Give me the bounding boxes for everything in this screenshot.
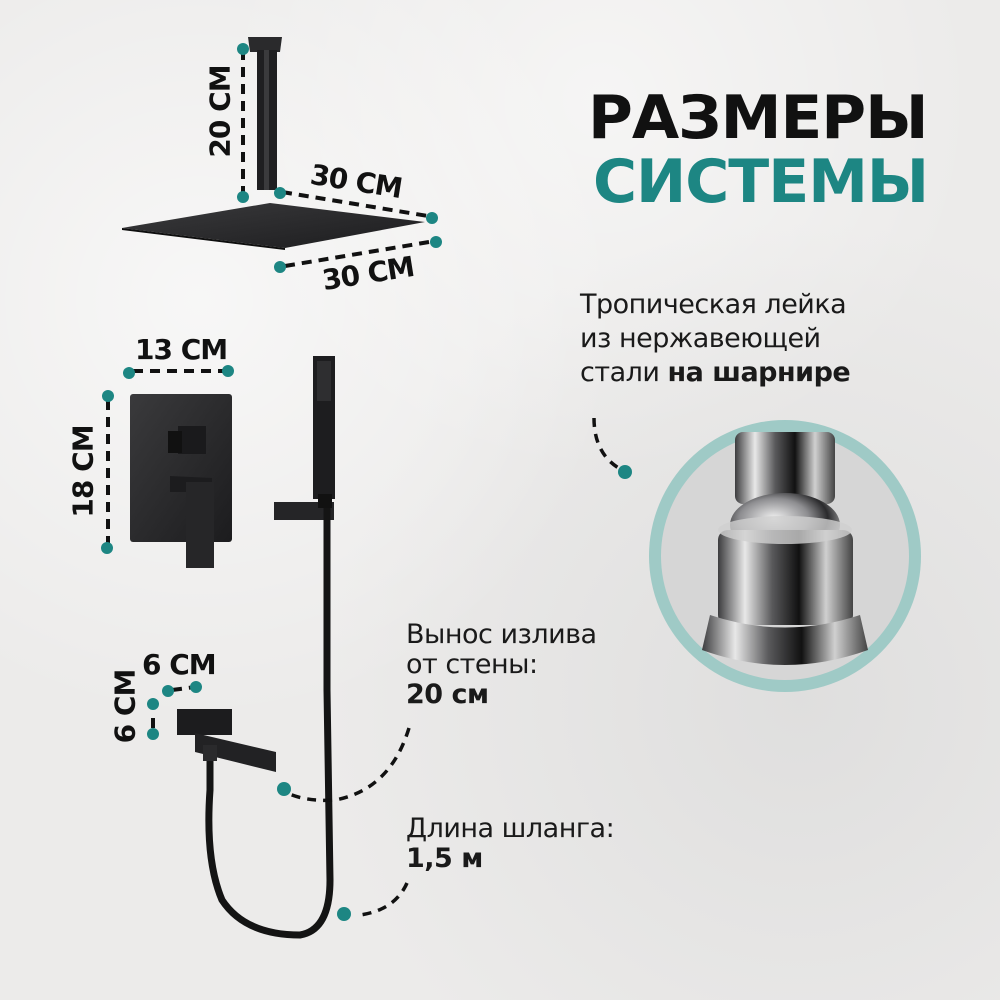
title-line-2: СИСТЕМЫ <box>593 147 929 217</box>
hose-note: Длина шланга: 1,5 м <box>406 813 615 874</box>
mixer-plate <box>130 394 232 568</box>
arm-height-label: 20 СМ <box>203 65 237 158</box>
bath-spout <box>177 709 276 772</box>
desc-line-3: стали на шарнире <box>580 356 851 390</box>
hose-note-value: 1,5 м <box>406 843 483 874</box>
shower-hose <box>205 508 334 939</box>
desc-line-2: из нержавеющей <box>580 323 821 354</box>
spout-note: Вынос излива от стены: 20 см <box>406 620 597 710</box>
rain-shower-head <box>122 37 425 250</box>
mixer-height-label: 18 СМ <box>66 425 100 518</box>
spout-height-label: 6 СМ <box>108 669 142 744</box>
desc-line-3-regular: стали <box>580 357 668 388</box>
spout-note-line-2: от стены: <box>406 649 538 680</box>
desc-line-1: Тропическая лейка <box>580 289 847 320</box>
swivel-joint-photo <box>649 420 921 692</box>
hand-shower <box>274 356 335 520</box>
hose-note-line-1: Длина шланга: <box>406 813 615 844</box>
spout-note-value: 20 см <box>406 679 489 710</box>
rain-shower-description: Тропическая лейка из нержавеющей стали н… <box>580 288 851 390</box>
mixer-width-label: 13 СМ <box>135 333 228 366</box>
spout-note-line-1: Вынос излива <box>406 619 597 650</box>
title-line-1: РАЗМЕРЫ <box>588 83 929 153</box>
desc-line-3-bold: на шарнире <box>667 357 851 388</box>
leader-lines <box>284 417 623 917</box>
dimension-dots <box>101 43 442 740</box>
spout-width-label: 6 СМ <box>142 648 217 681</box>
